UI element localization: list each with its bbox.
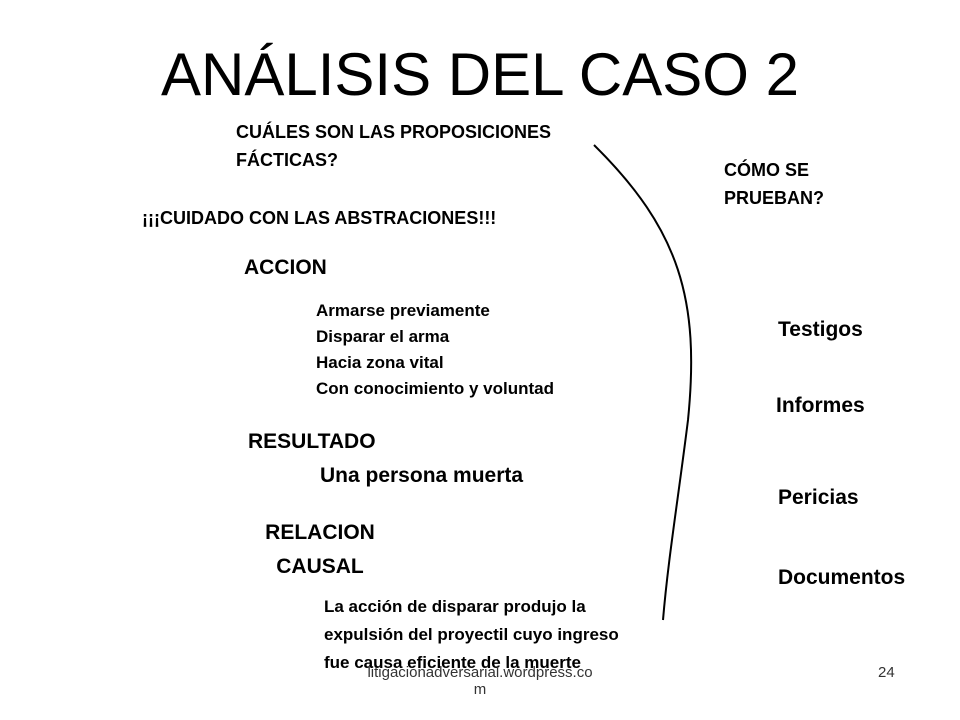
facts-question-line-2: FÁCTICAS? [236, 150, 338, 170]
footer-source: litigacionadversarial.wordpress.co m [340, 664, 620, 698]
slide-title: ANÁLISIS DEL CASO 2 [160, 41, 800, 108]
proof-question: CÓMO SE PRUEBAN? [724, 156, 824, 212]
divider-curve-path [593, 144, 693, 621]
proof-question-line-2: PRUEBAN? [724, 188, 825, 208]
relacion-heading-line-1: RELACION [265, 521, 375, 544]
evidence-documentos: Documentos [778, 566, 906, 589]
abstraction-warning: ¡¡¡CUIDADO CON LAS ABSTRACIONES!!! [142, 208, 497, 228]
facts-question: CUÁLES SON LAS PROPOSICIONES FÁCTICAS? [236, 118, 551, 174]
resultado-heading: RESULTADO [248, 430, 376, 453]
footer-source-line-1: litigacionadversarial.wordpress.co [367, 664, 593, 681]
accion-heading: ACCION [244, 256, 327, 279]
evidence-testigos: Testigos [778, 318, 863, 341]
accion-list: Armarse previamente Disparar el arma Hac… [316, 298, 554, 402]
proof-question-line-1: CÓMO SE [724, 160, 810, 180]
list-item: Con conocimiento y voluntad [316, 379, 555, 398]
evidence-informes: Informes [776, 394, 865, 417]
page-number: 24 [878, 664, 895, 681]
facts-question-line-1: CUÁLES SON LAS PROPOSICIONES [236, 122, 552, 142]
relacion-detail: La acción de disparar produjo la expulsi… [324, 593, 619, 677]
relacion-detail-line-2: expulsión del proyectil cuyo ingreso [324, 625, 619, 644]
list-item: Hacia zona vital [316, 353, 444, 372]
list-item: Armarse previamente [316, 301, 490, 320]
relacion-detail-line-3: fue causa eficiente de la muerte [324, 653, 581, 672]
resultado-detail: Una persona muerta [320, 464, 524, 487]
relacion-detail-line-1: La acción de disparar produjo la [324, 597, 586, 616]
evidence-pericias: Pericias [778, 486, 859, 509]
relacion-heading: RELACION CAUSAL [258, 516, 382, 584]
footer-source-line-2: m [473, 681, 487, 698]
relacion-heading-line-2: CAUSAL [276, 555, 364, 578]
list-item: Disparar el arma [316, 327, 450, 346]
